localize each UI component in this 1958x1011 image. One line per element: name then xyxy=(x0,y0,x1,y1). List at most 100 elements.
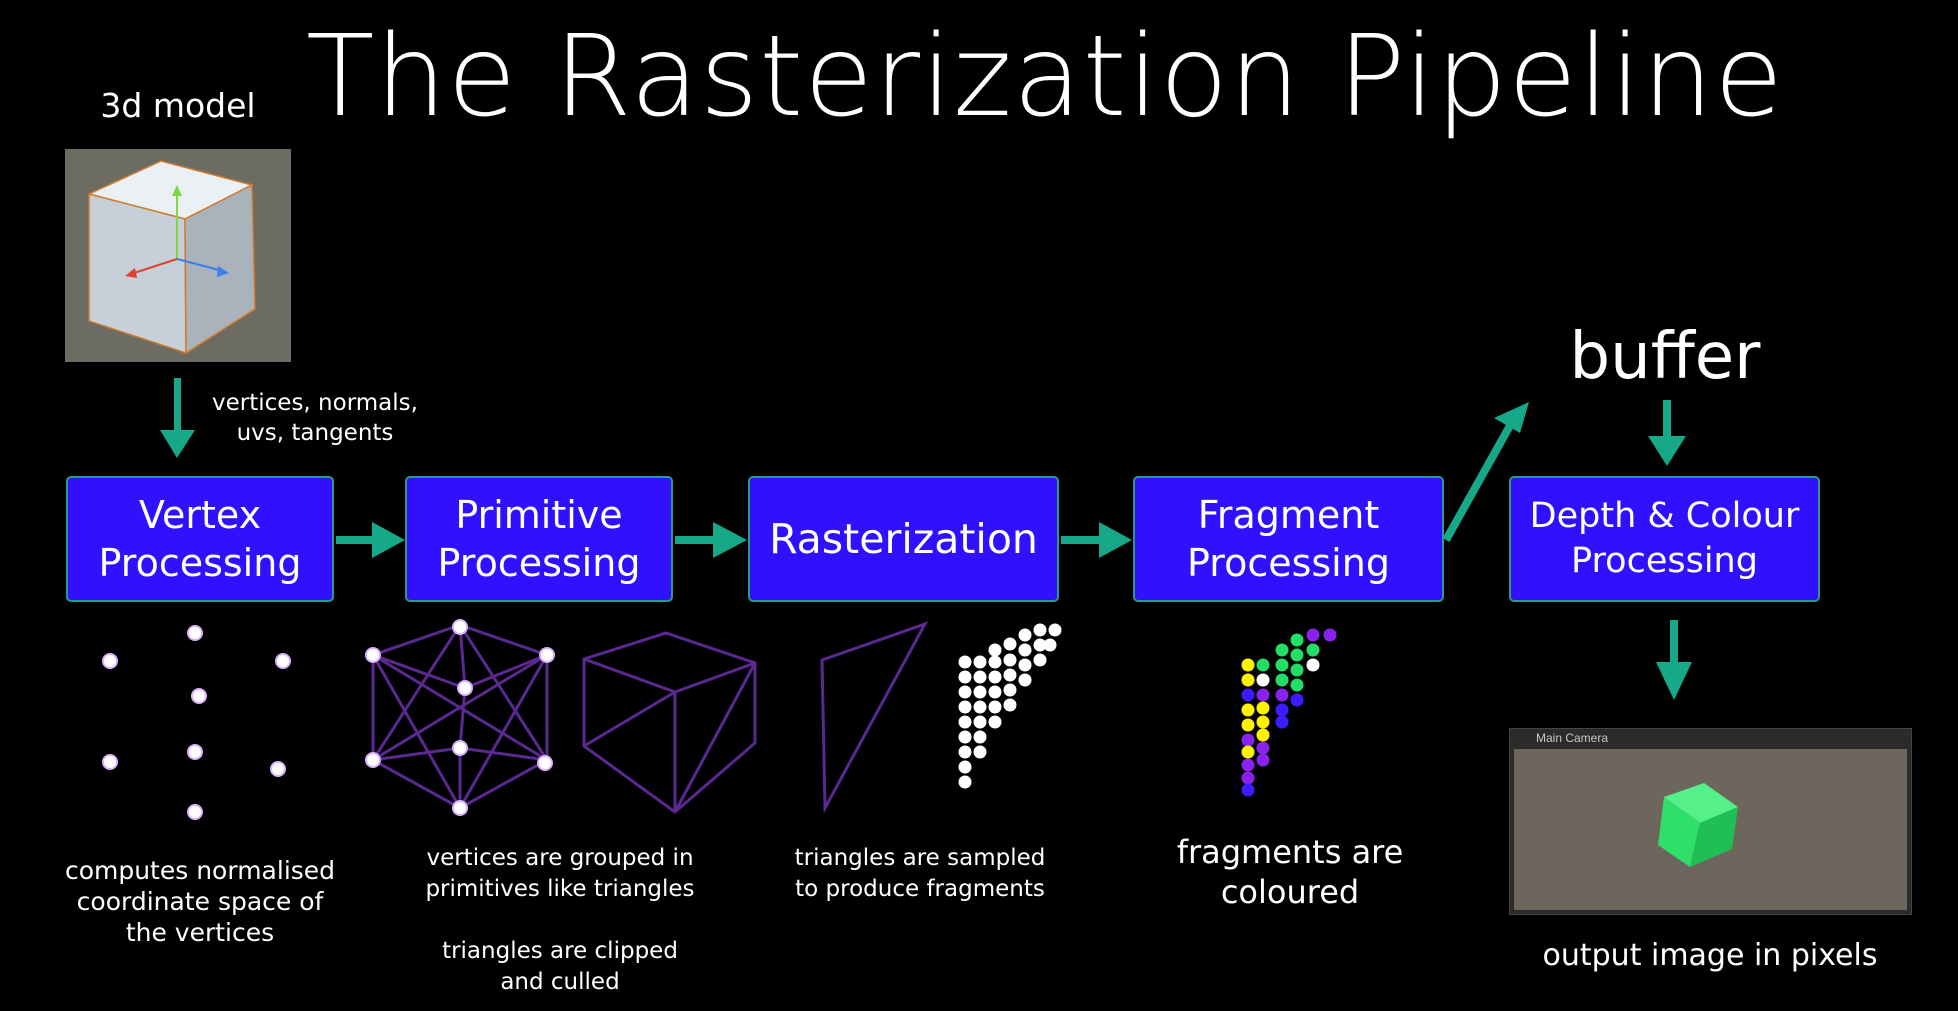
fragment-caption: fragments are coloured xyxy=(1176,833,1404,911)
arrow-depth-to-output xyxy=(1656,620,1692,700)
stage-fragment-line1: Fragment xyxy=(1197,493,1380,537)
primitive-caption: vertices are grouped in primitives like … xyxy=(425,845,695,995)
raster-sample-dot xyxy=(958,775,972,789)
fragment-dot xyxy=(1241,673,1255,687)
stage-primitive-line1: Primitive xyxy=(455,493,623,537)
raster-sample-dot xyxy=(973,655,987,669)
fragment-dot xyxy=(1275,643,1289,657)
fragment-dot xyxy=(1306,658,1320,672)
fragment-dot xyxy=(1241,771,1255,785)
raster-sample-dot xyxy=(1003,637,1017,651)
raster-sample-dot xyxy=(1018,658,1032,672)
fragment-dot xyxy=(1241,658,1255,672)
raster-sample-dot xyxy=(988,643,1002,657)
fragment-dot xyxy=(1256,673,1270,687)
fragment-dot xyxy=(1306,643,1320,657)
fragment-dot xyxy=(1241,688,1255,702)
fragment-dot xyxy=(1275,673,1289,687)
raster-sample-dot xyxy=(1033,653,1047,667)
page-title: The Rasterization Pipeline xyxy=(305,12,1785,142)
raster-sample-dot xyxy=(1033,623,1047,637)
raster-sample-dot xyxy=(988,700,1002,714)
fragment-dot xyxy=(1290,633,1304,647)
raster-sample-dot xyxy=(988,670,1002,684)
raster-sample-dot xyxy=(1003,653,1017,667)
fragment-dot xyxy=(1275,658,1289,672)
raster-sample-dot xyxy=(1043,638,1057,652)
raster-sample-dot xyxy=(973,700,987,714)
raster-sample-dot xyxy=(1003,698,1017,712)
raster-sample-dot xyxy=(988,715,1002,729)
cube-model-icon xyxy=(86,160,256,355)
fragment-dot xyxy=(1275,688,1289,702)
stage-depth-line2: Processing xyxy=(1571,541,1758,581)
raster-sample-dot xyxy=(973,685,987,699)
raster-sample-dot xyxy=(958,685,972,699)
raster-sample-dot xyxy=(958,745,972,759)
fragment-dot xyxy=(1306,628,1320,642)
raster-sample-dot xyxy=(973,670,987,684)
raster-sample-dot xyxy=(1003,668,1017,682)
fragment-dot xyxy=(1290,678,1304,692)
fragment-dot xyxy=(1290,663,1304,677)
model-outputs-label: vertices, normals, uvs, tangents xyxy=(212,390,418,446)
raster-sample-dot xyxy=(1018,628,1032,642)
fragment-dot xyxy=(1241,758,1255,772)
fragment-dot xyxy=(1256,715,1270,729)
fragment-dot xyxy=(1290,693,1304,707)
fragment-dot xyxy=(1241,718,1255,732)
buffer-label: buffer xyxy=(1569,320,1761,394)
main-camera-view: Main Camera xyxy=(1509,728,1912,915)
raster-sample-dot xyxy=(958,670,972,684)
model-label: 3d model xyxy=(100,86,256,125)
raster-sample-dot xyxy=(973,745,987,759)
fragment-dot xyxy=(1275,703,1289,717)
stage-fragment-line2: Processing xyxy=(1187,541,1390,585)
vertex-caption: computes normalised coordinate space of … xyxy=(64,856,336,947)
stage-vertex-line1: Vertex xyxy=(138,493,262,537)
fragment-dot xyxy=(1323,628,1337,642)
arrow-rasterization-to-fragment xyxy=(1061,536,1103,544)
raster-sample-dot xyxy=(958,760,972,774)
fragment-dot xyxy=(1256,688,1270,702)
fragment-dot xyxy=(1275,715,1289,729)
raster-sample-dot xyxy=(958,715,972,729)
raster-sample-dot xyxy=(958,700,972,714)
fragment-dot xyxy=(1256,728,1270,742)
raster-sample-dot xyxy=(988,685,1002,699)
raster-sample-dot xyxy=(1003,683,1017,697)
raster-sample-dot xyxy=(973,730,987,744)
arrow-primitive-to-rasterization xyxy=(675,536,717,544)
stage-rasterization: Rasterization xyxy=(748,476,1059,602)
camera-render xyxy=(1514,749,1907,910)
stage-fragment-processing: Fragment Processing xyxy=(1133,476,1444,602)
stage-depth-colour-processing: Depth & Colour Processing xyxy=(1509,476,1820,602)
raster-sample-dot xyxy=(1033,638,1047,652)
fragment-dot xyxy=(1241,783,1255,797)
fragment-dot xyxy=(1241,703,1255,717)
fragment-dot xyxy=(1256,658,1270,672)
arrow-buffer-to-depth xyxy=(1648,400,1686,466)
raster-sample-dot xyxy=(1048,623,1062,637)
stage-primitive-processing: Primitive Processing xyxy=(405,476,673,602)
fragment-dot xyxy=(1241,733,1255,747)
camera-title: Main Camera xyxy=(1536,731,1609,745)
stage-rasterization-line1: Rasterization xyxy=(769,515,1038,563)
rasterization-caption: triangles are sampled to produce fragmen… xyxy=(794,845,1046,902)
stage-vertex-line2: Processing xyxy=(98,541,302,585)
raster-sample-dot xyxy=(973,715,987,729)
stage-primitive-line2: Processing xyxy=(437,541,641,585)
stage-depth-line1: Depth & Colour xyxy=(1529,496,1800,536)
fragment-dot xyxy=(1256,701,1270,715)
stage-vertex-processing: Vertex Processing xyxy=(66,476,334,602)
fragment-dot xyxy=(1256,753,1270,767)
arrow-fragment-to-buffer xyxy=(1442,402,1529,542)
fragment-dot xyxy=(1256,741,1270,755)
model-image xyxy=(65,149,291,362)
